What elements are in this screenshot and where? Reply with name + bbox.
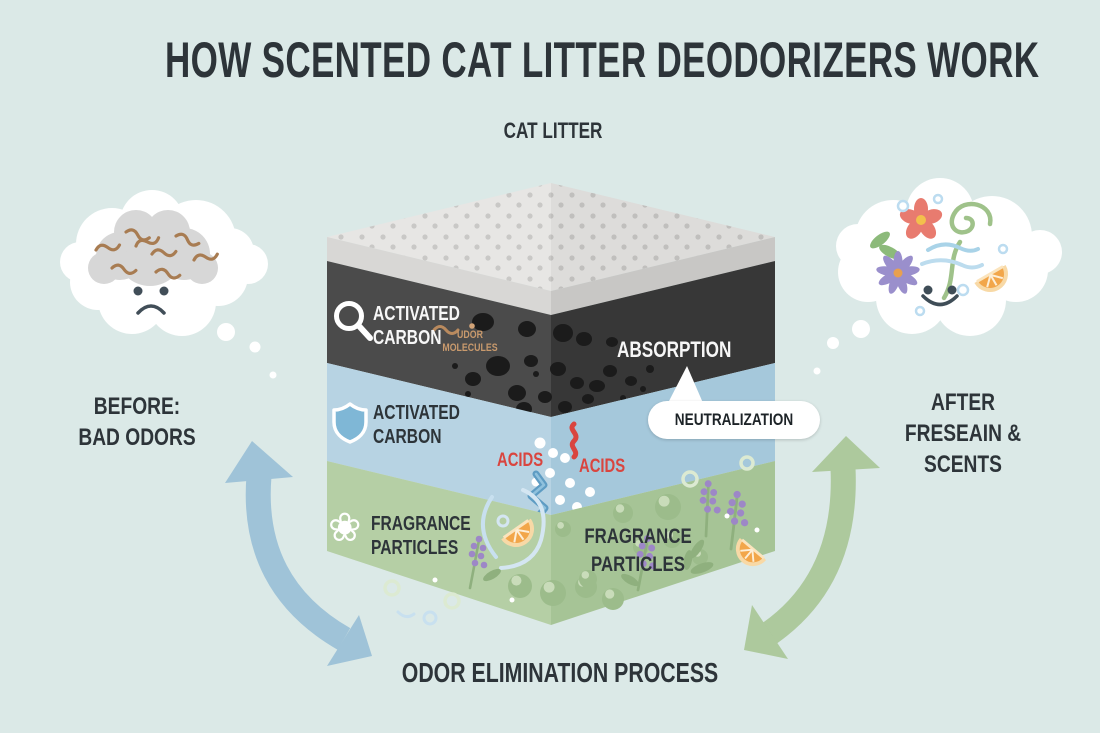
after-thought-cloud xyxy=(813,178,1062,375)
before-line1: BEFORE: xyxy=(93,393,181,420)
red-flower-icon xyxy=(899,198,943,239)
litter-cube xyxy=(327,183,775,626)
happy-face-icon xyxy=(921,285,959,307)
before-line2: BAD ODORS xyxy=(78,423,196,451)
after-line2: FRESEAIN & xyxy=(904,420,1022,448)
shield-icon xyxy=(332,402,368,444)
fresh-swirl-icon xyxy=(920,201,993,301)
tiny-dots xyxy=(432,513,760,603)
magnifier-icon xyxy=(334,301,373,341)
activated-carbon-absorption-label: ACTIVATED CARBON xyxy=(373,303,460,350)
after-label: AFTER FRESEAIN & SCENTS xyxy=(875,387,1051,481)
leaf-icons xyxy=(483,539,714,587)
acid-squiggle xyxy=(569,421,579,460)
label-line: FRAGRANCE xyxy=(584,525,692,548)
scent-swirls xyxy=(396,488,546,626)
page-title: HOW SCENTED CAT LITTER DEODORIZERS WORK xyxy=(165,32,1040,88)
arrow-down-head xyxy=(327,615,372,666)
after-line1: AFTER xyxy=(931,389,995,416)
cat-litter-label: CAT LITTER xyxy=(503,118,603,143)
label-line: UDOR xyxy=(457,329,483,341)
purple-flower-icon xyxy=(876,251,920,294)
fragrance-layer xyxy=(327,455,775,626)
label-line: FRAGRANCE xyxy=(371,513,471,535)
after-arrow xyxy=(744,436,880,659)
arrow-up-head xyxy=(225,441,293,483)
label-line: ACTIVATED xyxy=(373,402,460,424)
cube-top-face xyxy=(327,183,775,315)
before-thought-cloud xyxy=(60,190,277,379)
sparkle-rings xyxy=(896,193,1009,317)
label-line: PARTICLES xyxy=(371,536,459,559)
bubble-label: NEUTRALIZATION xyxy=(674,410,794,429)
bad-odor-cloud xyxy=(88,210,220,286)
arrow-up-head xyxy=(812,436,880,472)
odor-molecule-squiggle xyxy=(432,323,475,335)
label-line: CARBON xyxy=(373,425,442,448)
label-line: MOLECULES xyxy=(442,341,498,354)
label-line: ACTIVATED xyxy=(373,303,460,325)
flower-icon: ❀ xyxy=(328,505,362,551)
label-line: PARTICLES xyxy=(591,552,685,576)
fragrance-rings xyxy=(383,455,755,610)
acids-left-label: ACIDS xyxy=(497,450,544,471)
fragrance-particles-left-label: FRAGRANCE PARTICLES xyxy=(371,513,471,560)
label-line: CARBON xyxy=(373,326,442,349)
before-arrow xyxy=(225,441,372,666)
sad-face-icon xyxy=(133,286,169,315)
arrow-down-head xyxy=(744,605,788,659)
after-line3: SCENTS xyxy=(924,451,1002,479)
acids-right-label: ACIDS xyxy=(579,456,626,477)
neutralization-bubble: NEUTRALIZATION xyxy=(648,401,820,440)
speech-bubble-tail xyxy=(668,366,703,403)
absorption-label: ABSORPTION xyxy=(617,337,732,362)
odor-molecules-label: UDOR MOLECULES xyxy=(440,329,501,355)
activated-carbon-neutralization-label: ACTIVATED CARBON xyxy=(373,402,460,449)
fragrance-particles-right-label: FRAGRANCE PARTICLES xyxy=(584,523,693,578)
before-label: BEFORE: BAD ODORS xyxy=(49,392,225,453)
process-label: ODOR ELIMINATION PROCESS xyxy=(401,657,719,688)
